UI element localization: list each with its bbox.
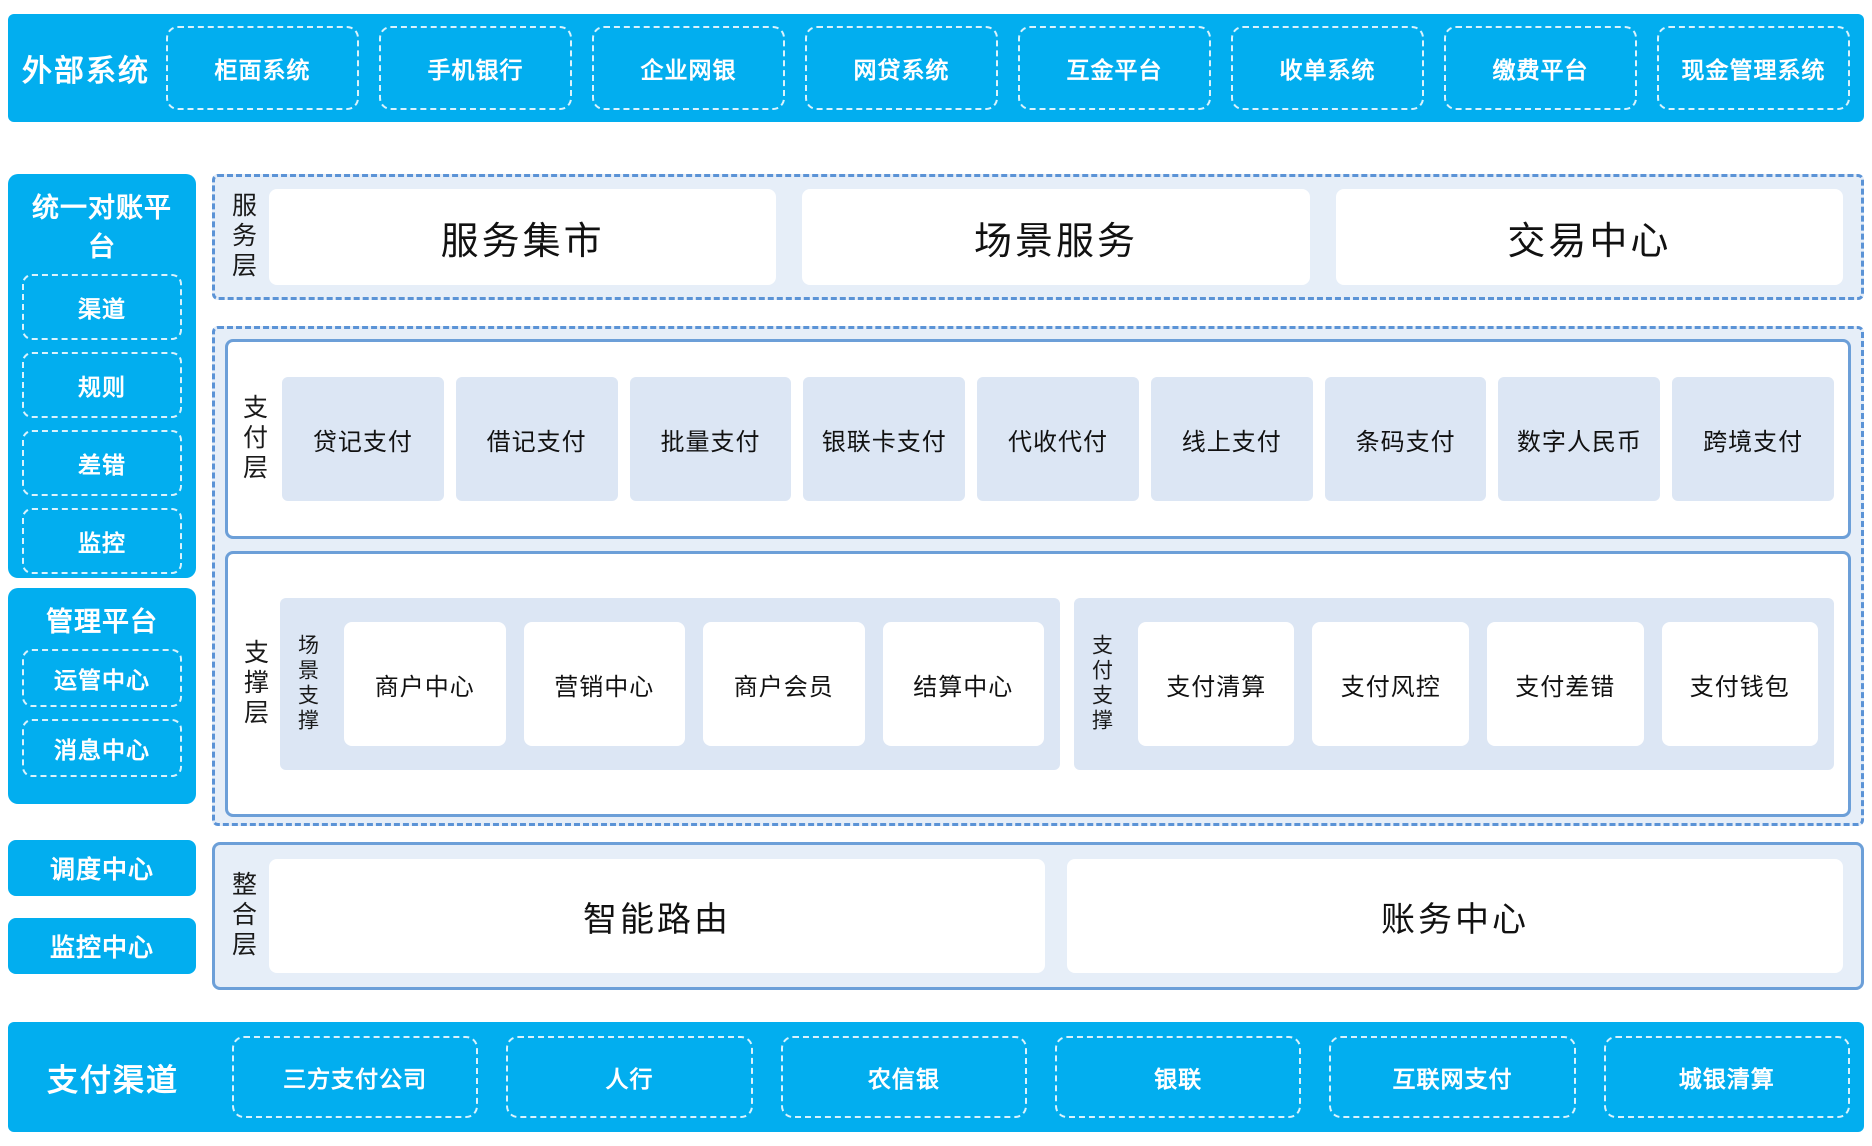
payment-channel-chip[interactable]: 互联网支付 — [1329, 1036, 1576, 1118]
payment-channels-title: 支付渠道 — [47, 1062, 179, 1098]
support-card-marketing-center[interactable]: 营销中心 — [523, 622, 685, 746]
payment-channel-chip[interactable]: 银联 — [1054, 1036, 1302, 1118]
support-card-pay-clearing[interactable]: 支付清算 — [1137, 622, 1295, 746]
payment-channels-bar: 支付渠道 三方支付公司 人行 农信银 银联 互联网支付 城银清算 — [8, 1022, 1864, 1132]
external-system-chip[interactable]: 互金平台 — [1018, 26, 1211, 110]
external-system-chip[interactable]: 收单系统 — [1231, 26, 1424, 110]
pay-tile-batch[interactable]: 批量支付 — [629, 377, 792, 501]
service-layer-cards: 服务集市 场景服务 交易中心 — [269, 177, 1861, 297]
manage-platform-title: 管理平台 — [46, 607, 158, 637]
external-system-chip[interactable]: 手机银行 — [379, 26, 572, 110]
support-card-pay-wallet[interactable]: 支付钱包 — [1661, 622, 1819, 746]
recon-platform-block: 统一对账平台 渠道 规则 差错 监控 — [8, 174, 196, 578]
support-group-payment-cards: 支付清算 支付风控 支付差错 支付钱包 — [1137, 622, 1819, 746]
recon-item-monitor[interactable]: 监控 — [22, 508, 182, 574]
service-card-market[interactable]: 服务集市 — [269, 189, 777, 285]
external-systems-title: 外部系统 — [22, 55, 150, 88]
payment-channel-chip[interactable]: 三方支付公司 — [232, 1036, 479, 1118]
integration-layer-cards: 智能路由 账务中心 — [269, 845, 1861, 987]
support-card-pay-error[interactable]: 支付差错 — [1487, 622, 1644, 746]
service-card-transaction[interactable]: 交易中心 — [1335, 189, 1843, 285]
pay-tile-barcode[interactable]: 条码支付 — [1324, 377, 1487, 501]
pay-tile-unionpay-card[interactable]: 银联卡支付 — [803, 377, 966, 501]
support-layer-label: 支撑层 — [240, 639, 269, 729]
external-systems-list: 柜面系统 手机银行 企业网银 网贷系统 互金平台 收单系统 缴费平台 现金管理系… — [156, 14, 1860, 122]
recon-item-channel[interactable]: 渠道 — [22, 274, 182, 340]
payment-channels-list: 三方支付公司 人行 农信银 银联 互联网支付 城银清算 — [218, 1022, 1864, 1132]
support-layer-panel: 支撑层 场景支撑 商户中心 营销中心 商户会员 结算中心 支付支撑 支付清算 — [225, 551, 1851, 817]
external-system-chip[interactable]: 网贷系统 — [805, 26, 998, 110]
pay-layer-tiles: 贷记支付 借记支付 批量支付 银联卡支付 代收代付 线上支付 条码支付 数字人民… — [278, 377, 1848, 501]
pay-tile-debit[interactable]: 借记支付 — [455, 377, 618, 501]
service-layer-label: 服务层 — [228, 192, 257, 282]
payment-channel-chip[interactable]: 城银清算 — [1603, 1036, 1850, 1118]
manage-item-operation-center[interactable]: 运管中心 — [22, 649, 182, 707]
recon-platform-title: 统一对账平台 — [32, 193, 172, 262]
service-card-scene[interactable]: 场景服务 — [802, 189, 1310, 285]
recon-item-error[interactable]: 差错 — [22, 430, 182, 496]
external-system-chip[interactable]: 缴费平台 — [1444, 26, 1637, 110]
dispatch-center-block[interactable]: 调度中心 — [8, 840, 196, 896]
integration-card-accounting-center[interactable]: 账务中心 — [1067, 859, 1843, 973]
recon-item-rule[interactable]: 规则 — [22, 352, 182, 418]
pay-tile-cross-border[interactable]: 跨境支付 — [1672, 377, 1835, 501]
integration-layer-label: 整合层 — [228, 871, 257, 961]
support-layer-groups: 场景支撑 商户中心 营销中心 商户会员 结算中心 支付支撑 支付清算 支付风控 … — [280, 598, 1848, 770]
external-system-chip[interactable]: 柜面系统 — [166, 26, 359, 110]
support-card-pay-risk[interactable]: 支付风控 — [1312, 622, 1469, 746]
support-group-scene-cards: 商户中心 营销中心 商户会员 结算中心 — [344, 622, 1044, 746]
support-card-merchant-center[interactable]: 商户中心 — [344, 622, 506, 746]
external-systems-bar: 外部系统 柜面系统 手机银行 企业网银 网贷系统 互金平台 收单系统 缴费平台 … — [8, 14, 1864, 122]
monitor-center-block[interactable]: 监控中心 — [8, 918, 196, 974]
pay-layer-label: 支付层 — [239, 394, 268, 484]
payment-channel-chip[interactable]: 农信银 — [780, 1036, 1027, 1118]
integration-layer-panel: 整合层 智能路由 账务中心 — [212, 842, 1864, 990]
support-group-payment-label: 支付支撑 — [1089, 634, 1113, 734]
manage-platform-block: 管理平台 运管中心 消息中心 — [8, 588, 196, 804]
pay-tile-collection-payment[interactable]: 代收代付 — [977, 377, 1139, 501]
external-system-chip[interactable]: 现金管理系统 — [1657, 26, 1850, 110]
support-group-payment: 支付支撑 支付清算 支付风控 支付差错 支付钱包 — [1073, 598, 1834, 770]
service-layer-panel: 服务层 服务集市 场景服务 交易中心 — [212, 174, 1864, 300]
pay-layer-panel: 支付层 贷记支付 借记支付 批量支付 银联卡支付 代收代付 线上支付 条码支付 … — [225, 339, 1851, 539]
pay-tile-online[interactable]: 线上支付 — [1150, 377, 1313, 501]
pay-tile-credit[interactable]: 贷记支付 — [282, 377, 444, 501]
support-group-scene-label: 场景支撑 — [295, 634, 319, 734]
support-card-merchant-member[interactable]: 商户会员 — [703, 622, 865, 746]
support-group-scene: 场景支撑 商户中心 营销中心 商户会员 结算中心 — [280, 598, 1060, 770]
pay-tile-digital-rmb[interactable]: 数字人民币 — [1498, 377, 1661, 501]
external-system-chip[interactable]: 企业网银 — [592, 26, 785, 110]
manage-item-message-center[interactable]: 消息中心 — [22, 719, 182, 777]
pay-support-wrapper: 支付层 贷记支付 借记支付 批量支付 银联卡支付 代收代付 线上支付 条码支付 … — [212, 326, 1864, 826]
integration-card-smart-routing[interactable]: 智能路由 — [269, 859, 1045, 973]
payment-channel-chip[interactable]: 人行 — [506, 1036, 753, 1118]
support-card-settlement-center[interactable]: 结算中心 — [882, 622, 1044, 746]
